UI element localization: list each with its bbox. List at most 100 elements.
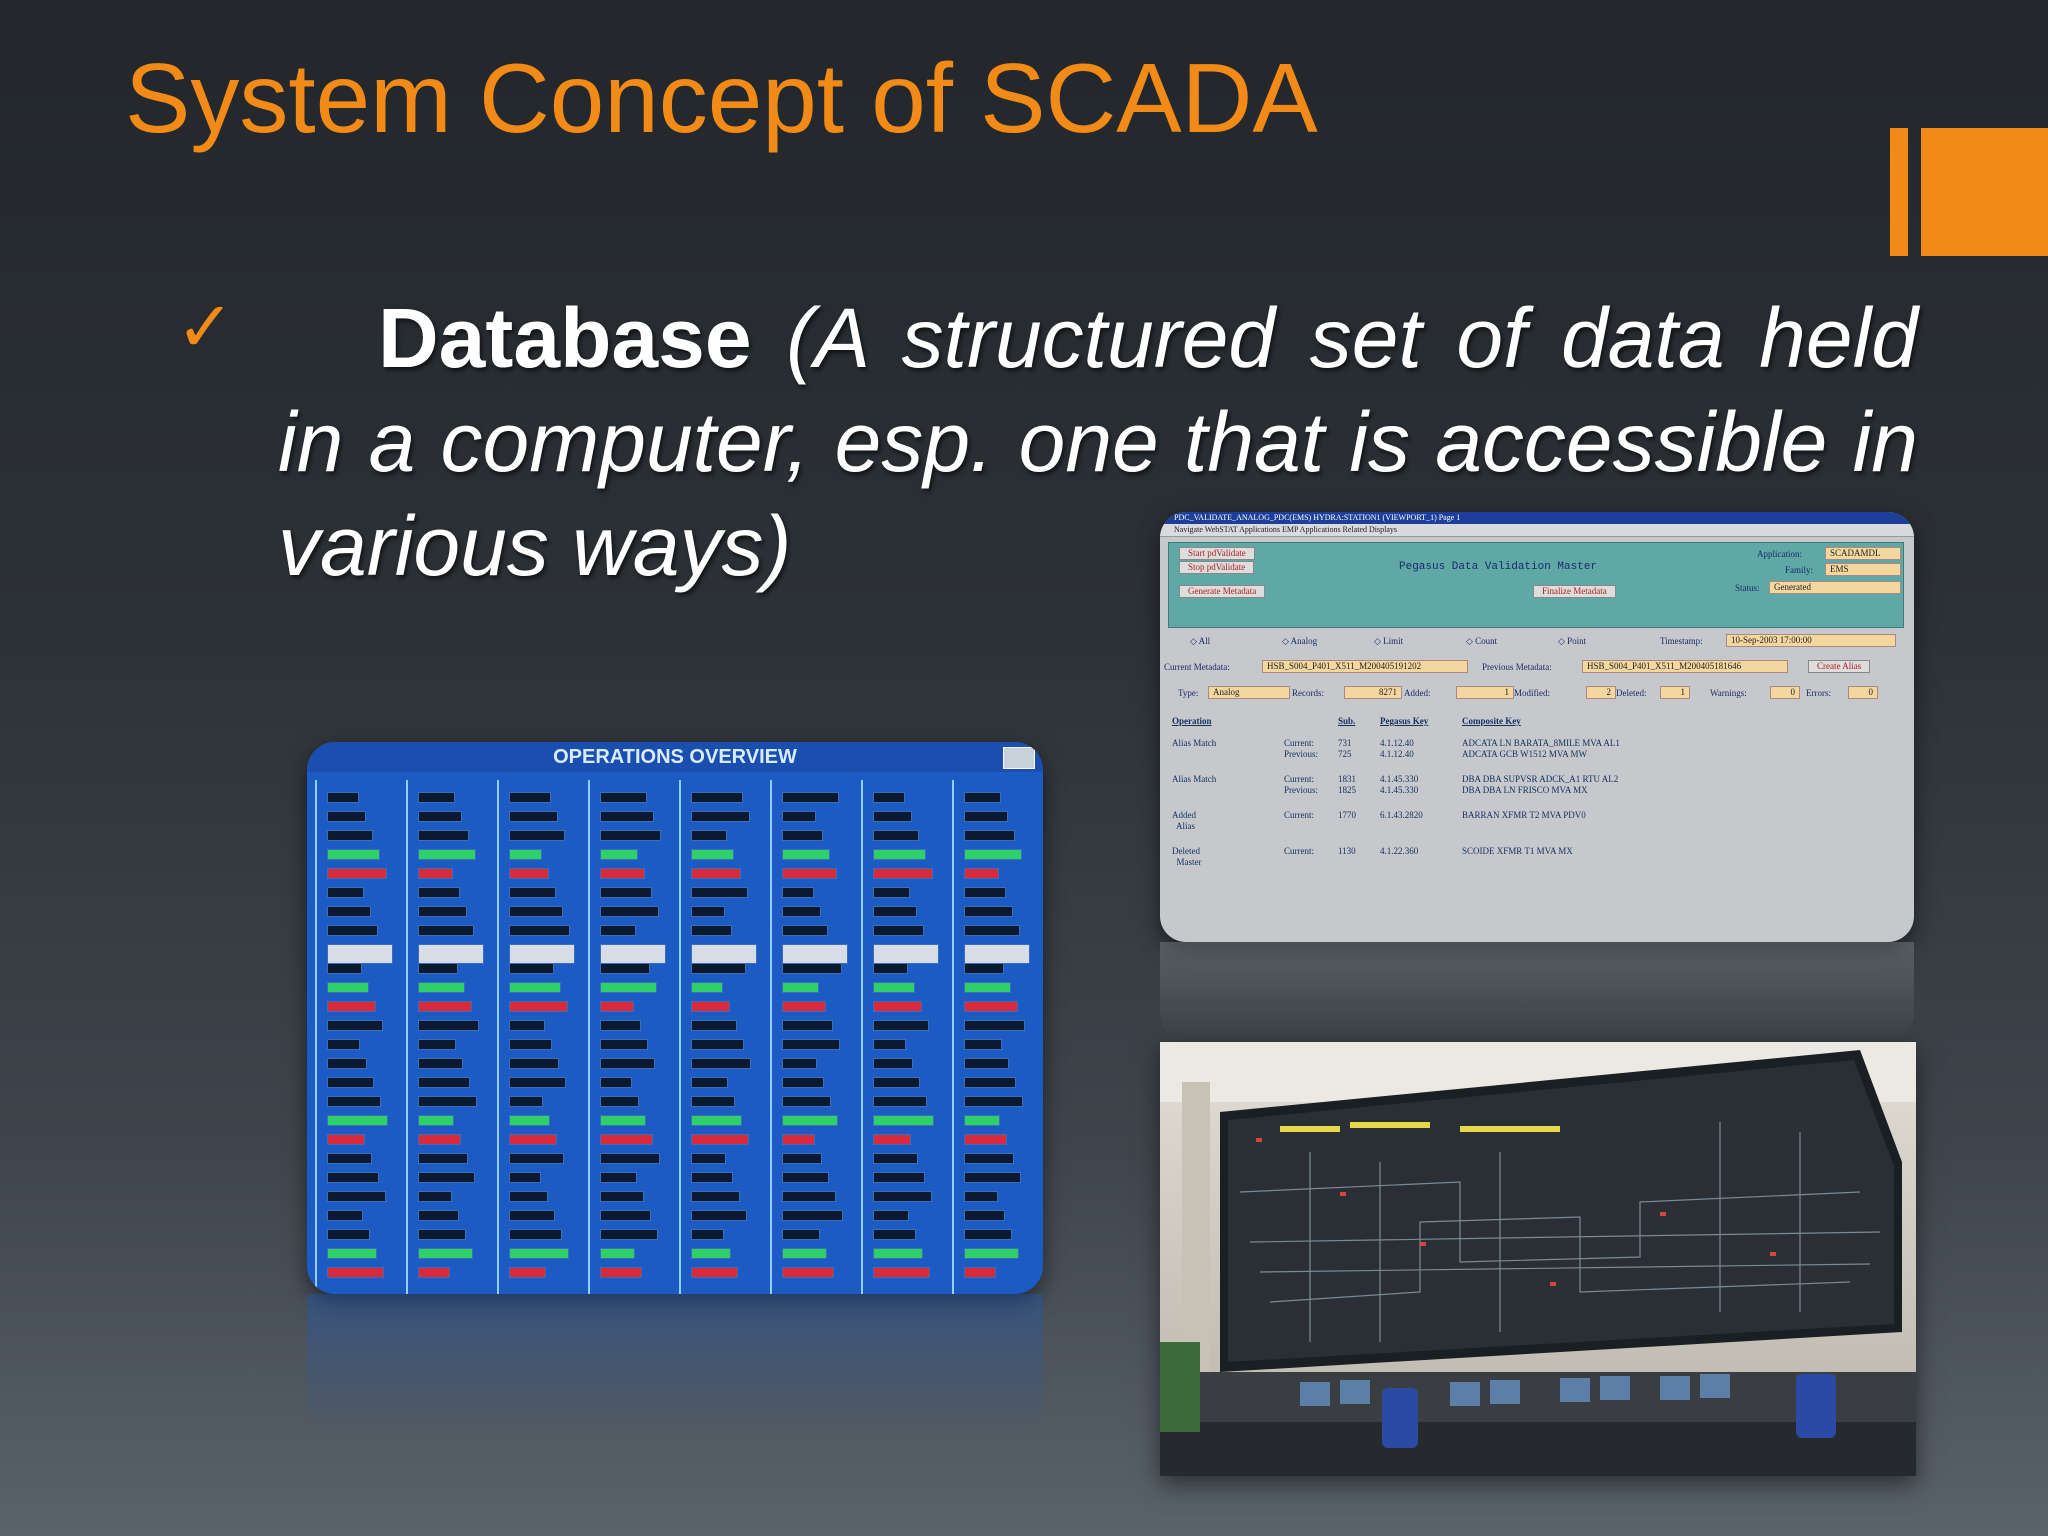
- ops-indicator: [418, 1039, 456, 1050]
- ops-indicator: [509, 1153, 564, 1164]
- ops-indicator: [418, 887, 460, 898]
- ops-indicator: [782, 849, 830, 860]
- ops-indicator: [691, 1248, 731, 1259]
- filter-radio-point[interactable]: ◇ Point: [1558, 636, 1587, 646]
- ops-indicator: [418, 982, 465, 993]
- generate-metadata-button[interactable]: Generate Metadata: [1179, 585, 1266, 598]
- deleted-field[interactable]: 1: [1660, 686, 1690, 699]
- ops-indicator: [600, 849, 638, 860]
- peg-header-panel: Start pdValidate Stop pdValidate Generat…: [1168, 542, 1904, 628]
- ops-indicator: [327, 963, 362, 974]
- ops-indicator: [600, 811, 654, 822]
- filter-radio-all[interactable]: ◇ All: [1190, 636, 1211, 646]
- ops-indicator: [600, 1058, 655, 1069]
- ops-indicator: [327, 830, 373, 841]
- ops-column: [952, 780, 1040, 1294]
- table-cell-operation: Alias Match: [1172, 738, 1217, 748]
- filter-radio-count[interactable]: ◇ Count: [1466, 636, 1498, 646]
- ops-indicator: [418, 1020, 479, 1031]
- ops-indicator: [964, 868, 999, 879]
- ops-indicator: [782, 982, 819, 993]
- added-field[interactable]: 1: [1456, 686, 1514, 699]
- timestamp-field[interactable]: 10-Sep-2003 17:00:00: [1726, 634, 1896, 647]
- ops-indicator: [327, 1267, 384, 1278]
- ops-indicator: [600, 1096, 639, 1107]
- status-label: Status:: [1735, 583, 1760, 593]
- ops-indicator: [600, 1210, 651, 1221]
- peg-heading: Pegasus Data Validation Master: [1399, 561, 1598, 573]
- table-cell-key: 6.1.43.2820: [1380, 810, 1423, 820]
- ops-indicator: [964, 887, 1006, 898]
- ops-indicator: [873, 1001, 922, 1012]
- deleted-label: Deleted:: [1616, 688, 1647, 698]
- control-room-illustration: [1160, 1042, 1916, 1476]
- ops-indicator: [418, 1267, 450, 1278]
- records-field[interactable]: 8271: [1344, 686, 1402, 699]
- ops-indicator: [418, 1077, 470, 1088]
- ops-indicator: [691, 1001, 730, 1012]
- peg-menu-bar: Navigate WebSTAT Applications EMP Applic…: [1160, 524, 1914, 537]
- control-room-photo: [1160, 1042, 1916, 1476]
- ops-indicator: [782, 963, 842, 974]
- ops-indicator: [327, 925, 378, 936]
- ops-indicator: [509, 925, 570, 936]
- operations-overview-image: OPERATIONS OVERVIEW: [307, 742, 1043, 1294]
- table-header: Operation: [1172, 716, 1212, 726]
- ops-indicator: [600, 925, 636, 936]
- application-field[interactable]: SCADAMDL: [1825, 547, 1901, 560]
- table-cell-composite: DBA DBA SUPVSR ADCK_A1 RTU AL2 DBA DBA L…: [1462, 774, 1619, 795]
- filter-radio-limit[interactable]: ◇ Limit: [1374, 636, 1404, 646]
- ops-indicator: [509, 1229, 562, 1240]
- errors-field[interactable]: 0: [1848, 686, 1878, 699]
- ops-indicator: [509, 830, 565, 841]
- ops-indicator: [600, 982, 657, 993]
- type-field[interactable]: Analog: [1208, 686, 1290, 699]
- ops-indicator: [691, 811, 750, 822]
- ops-indicator: [691, 944, 757, 964]
- ops-indicator: [691, 1210, 747, 1221]
- ops-indicator: [600, 1248, 635, 1259]
- family-field[interactable]: EMS: [1825, 563, 1901, 576]
- operations-overview-reflection: [307, 1294, 1043, 1434]
- previous-metadata-label: Previous Metadata:: [1482, 662, 1552, 672]
- ops-indicator: [418, 1115, 454, 1126]
- ops-indicator: [782, 1191, 836, 1202]
- previous-metadata-field[interactable]: HSB_S004_P401_X511_M200405181646: [1582, 660, 1788, 673]
- slide-title: System Concept of SCADA: [125, 43, 1318, 153]
- ops-indicator: [691, 792, 743, 803]
- ops-indicator: [873, 1077, 920, 1088]
- filter-radio-analog[interactable]: ◇ Analog: [1282, 636, 1318, 646]
- stop-validate-button[interactable]: Stop pdValidate: [1179, 561, 1255, 574]
- ops-indicator: [509, 792, 551, 803]
- ops-indicator: [873, 868, 933, 879]
- status-field[interactable]: Generated: [1769, 581, 1901, 594]
- finalize-metadata-button[interactable]: Finalize Metadata: [1533, 585, 1616, 598]
- ops-indicator: [873, 830, 919, 841]
- ops-indicator: [964, 1134, 1007, 1145]
- ops-indicator: [600, 1267, 642, 1278]
- checkmark-icon: ✓: [176, 288, 235, 366]
- ops-indicator: [873, 944, 939, 964]
- ops-indicator: [691, 1039, 744, 1050]
- ops-indicator: [691, 1267, 738, 1278]
- ops-indicator: [600, 1134, 653, 1145]
- ops-indicator: [691, 1191, 740, 1202]
- ops-indicator: [873, 925, 924, 936]
- ops-indicator: [509, 811, 558, 822]
- warnings-field[interactable]: 0: [1770, 686, 1800, 699]
- start-validate-button[interactable]: Start pdValidate: [1179, 547, 1255, 560]
- ops-indicator: [873, 792, 905, 803]
- ops-indicator: [873, 1134, 911, 1145]
- ops-indicator: [327, 1001, 376, 1012]
- ops-indicator: [691, 830, 727, 841]
- ops-indicator: [418, 944, 484, 964]
- ops-indicator: [327, 982, 369, 993]
- create-alias-button[interactable]: Create Alias: [1808, 660, 1871, 673]
- ops-indicator: [600, 1077, 632, 1088]
- current-metadata-field[interactable]: HSB_S004_P401_X511_M200405191202: [1262, 660, 1468, 673]
- modified-field[interactable]: 2: [1586, 686, 1616, 699]
- warnings-label: Warnings:: [1710, 688, 1747, 698]
- ops-indicator: [418, 906, 467, 917]
- ops-indicator: [600, 1115, 646, 1126]
